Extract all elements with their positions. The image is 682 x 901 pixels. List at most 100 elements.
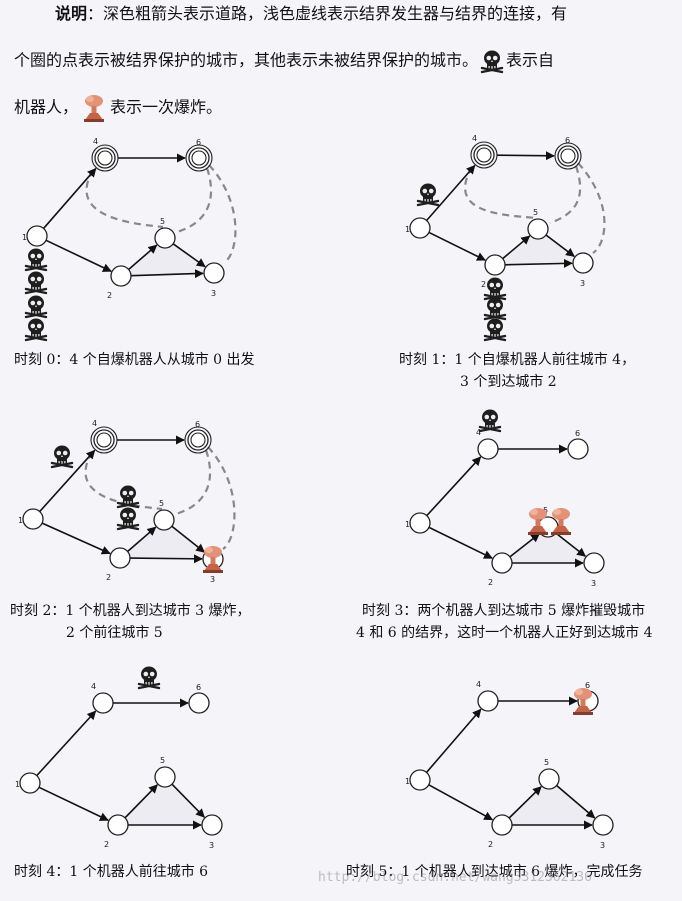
legend-text-3a: 机器人，: [14, 97, 79, 117]
road-2-5: [124, 784, 158, 819]
road-5-3: [172, 243, 206, 268]
city-label: 2: [106, 573, 111, 582]
caption-line: 时刻 3：两个机器人到达城市 5 爆炸摧毁城市: [362, 603, 646, 619]
road-1-2: [41, 522, 111, 555]
city-node-1: 1: [405, 512, 431, 534]
city-label: 6: [575, 429, 580, 438]
city-node-5: 5: [538, 758, 560, 790]
legend-text-2b: 表示自: [506, 50, 555, 70]
road-2-3: [129, 554, 203, 564]
city-label: 2: [488, 578, 493, 587]
road-5-3: [555, 532, 587, 557]
city-node-4: 4: [476, 428, 499, 460]
city-label: 1: [405, 225, 410, 234]
skull-icon: [116, 506, 140, 531]
watermark: http://blog.csdn.net/wang3312362136: [318, 870, 592, 885]
skull-icon: [483, 296, 507, 321]
barrier-link-3: [208, 164, 237, 264]
city-label: 3: [591, 579, 596, 588]
road-1-2: [428, 526, 493, 559]
barrier-link-6: [175, 449, 212, 516]
caption-panel-0: 时刻 0：4 个自爆机器人从城市 0 出发: [14, 349, 255, 371]
city-label: 6: [195, 420, 200, 429]
road-5-3: [171, 783, 205, 818]
city-node-2: 2: [106, 547, 131, 582]
city-node-6: 6: [185, 138, 213, 172]
legend-line-3: 机器人，表示一次爆炸。: [14, 92, 222, 124]
city-label: 6: [196, 138, 201, 147]
skull-icon: [24, 294, 48, 319]
road-1-4: [39, 449, 96, 513]
city-node-1: 1: [22, 225, 48, 247]
skull-icon: [416, 182, 440, 207]
legend-line-2: 个圈的点表示被结界保护的城市，其他表示未被结界保护的城市。表示自: [14, 46, 554, 76]
barrier-link-4: [464, 166, 537, 220]
road-1-4: [425, 164, 476, 222]
caption-line: 时刻 2：1 个机器人到达城市 3 爆炸，: [10, 603, 251, 619]
city-label: 2: [488, 840, 493, 849]
road-2-3: [130, 269, 204, 279]
city-label: 4: [476, 680, 481, 689]
road-4-6: [496, 151, 555, 161]
city-label: 5: [543, 506, 548, 515]
barrier-link-3: [207, 446, 236, 550]
city-label: 5: [160, 756, 165, 765]
city-label: 6: [585, 681, 590, 690]
city-label: 6: [565, 136, 570, 145]
skull-icon: [478, 408, 502, 433]
city-node-6: 6: [188, 683, 210, 714]
city-node-2: 2: [104, 814, 129, 849]
city-label: 3: [210, 575, 215, 584]
city-node-3: 3: [583, 552, 605, 588]
barrier-link-6: [176, 167, 213, 234]
triangle-fill: [120, 520, 213, 559]
road-1-2: [428, 784, 494, 821]
city-node-1: 1: [18, 508, 44, 530]
barrier-link-3: [577, 162, 606, 254]
city-label: 3: [211, 289, 216, 298]
city-node-4: 4: [476, 680, 499, 712]
legend-text-1: ：深色粗箭头表示道路，浅色虚线表示结界发生器与结界的连接，有: [87, 4, 568, 23]
caption-line: 2 个前往城市 5: [66, 625, 163, 641]
triangle-fill: [502, 527, 594, 563]
caption-line: 时刻 1：1 个自爆机器人前往城市 4，: [399, 352, 636, 368]
legend-title: 说明: [55, 4, 88, 23]
triangle-fill: [495, 229, 583, 265]
city-label: 4: [476, 428, 481, 437]
panel-3: 1 2 3 4 5 6: [405, 408, 605, 588]
city-node-3: 3: [572, 252, 594, 288]
city-node-6: 6: [184, 420, 212, 454]
city-node-6: 6: [567, 429, 589, 460]
triangle-fill: [118, 777, 212, 825]
city-label: 6: [196, 683, 201, 692]
city-node-2: 2: [488, 552, 513, 587]
skull-icon: [50, 444, 74, 469]
skull-icon: [137, 665, 161, 690]
city-node-4: 4: [90, 419, 118, 454]
city-node-4: 4: [91, 682, 114, 714]
city-label: 4: [472, 134, 477, 143]
road-2-3: [504, 258, 573, 268]
skull-icon: [24, 247, 48, 272]
caption-line: 3 个到达城市 2: [460, 374, 557, 390]
road-1-2: [428, 231, 486, 261]
city-label: 3: [580, 279, 585, 288]
skull-icon: [116, 484, 140, 509]
city-label: 2: [107, 291, 112, 300]
road-1-4: [426, 456, 482, 517]
city-label: 1: [15, 780, 20, 789]
road-5-3: [171, 525, 206, 553]
city-node-5: 5: [154, 756, 176, 788]
caption-panel-2: 时刻 2：1 个机器人到达城市 3 爆炸， 2 个前往城市 5: [10, 600, 251, 644]
city-label: 5: [160, 217, 165, 226]
city-node-1: 1: [15, 772, 41, 794]
city-label: 1: [18, 516, 23, 525]
city-label: 3: [209, 841, 214, 850]
road-5-3: [545, 234, 575, 258]
road-2-5: [509, 533, 541, 558]
city-node-5: 5: [527, 208, 549, 240]
